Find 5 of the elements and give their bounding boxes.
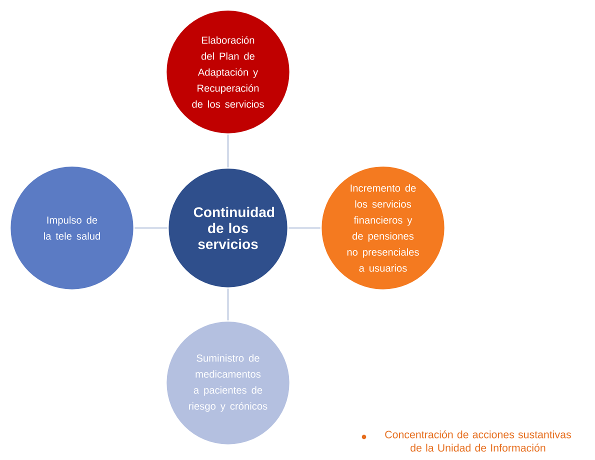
caption: Concentración de acciones sustantivas de la Unidad de Información xyxy=(385,430,571,452)
connector-line xyxy=(134,227,168,229)
connector-line xyxy=(227,134,229,168)
connector-line xyxy=(288,227,320,229)
connector-line xyxy=(227,288,229,320)
